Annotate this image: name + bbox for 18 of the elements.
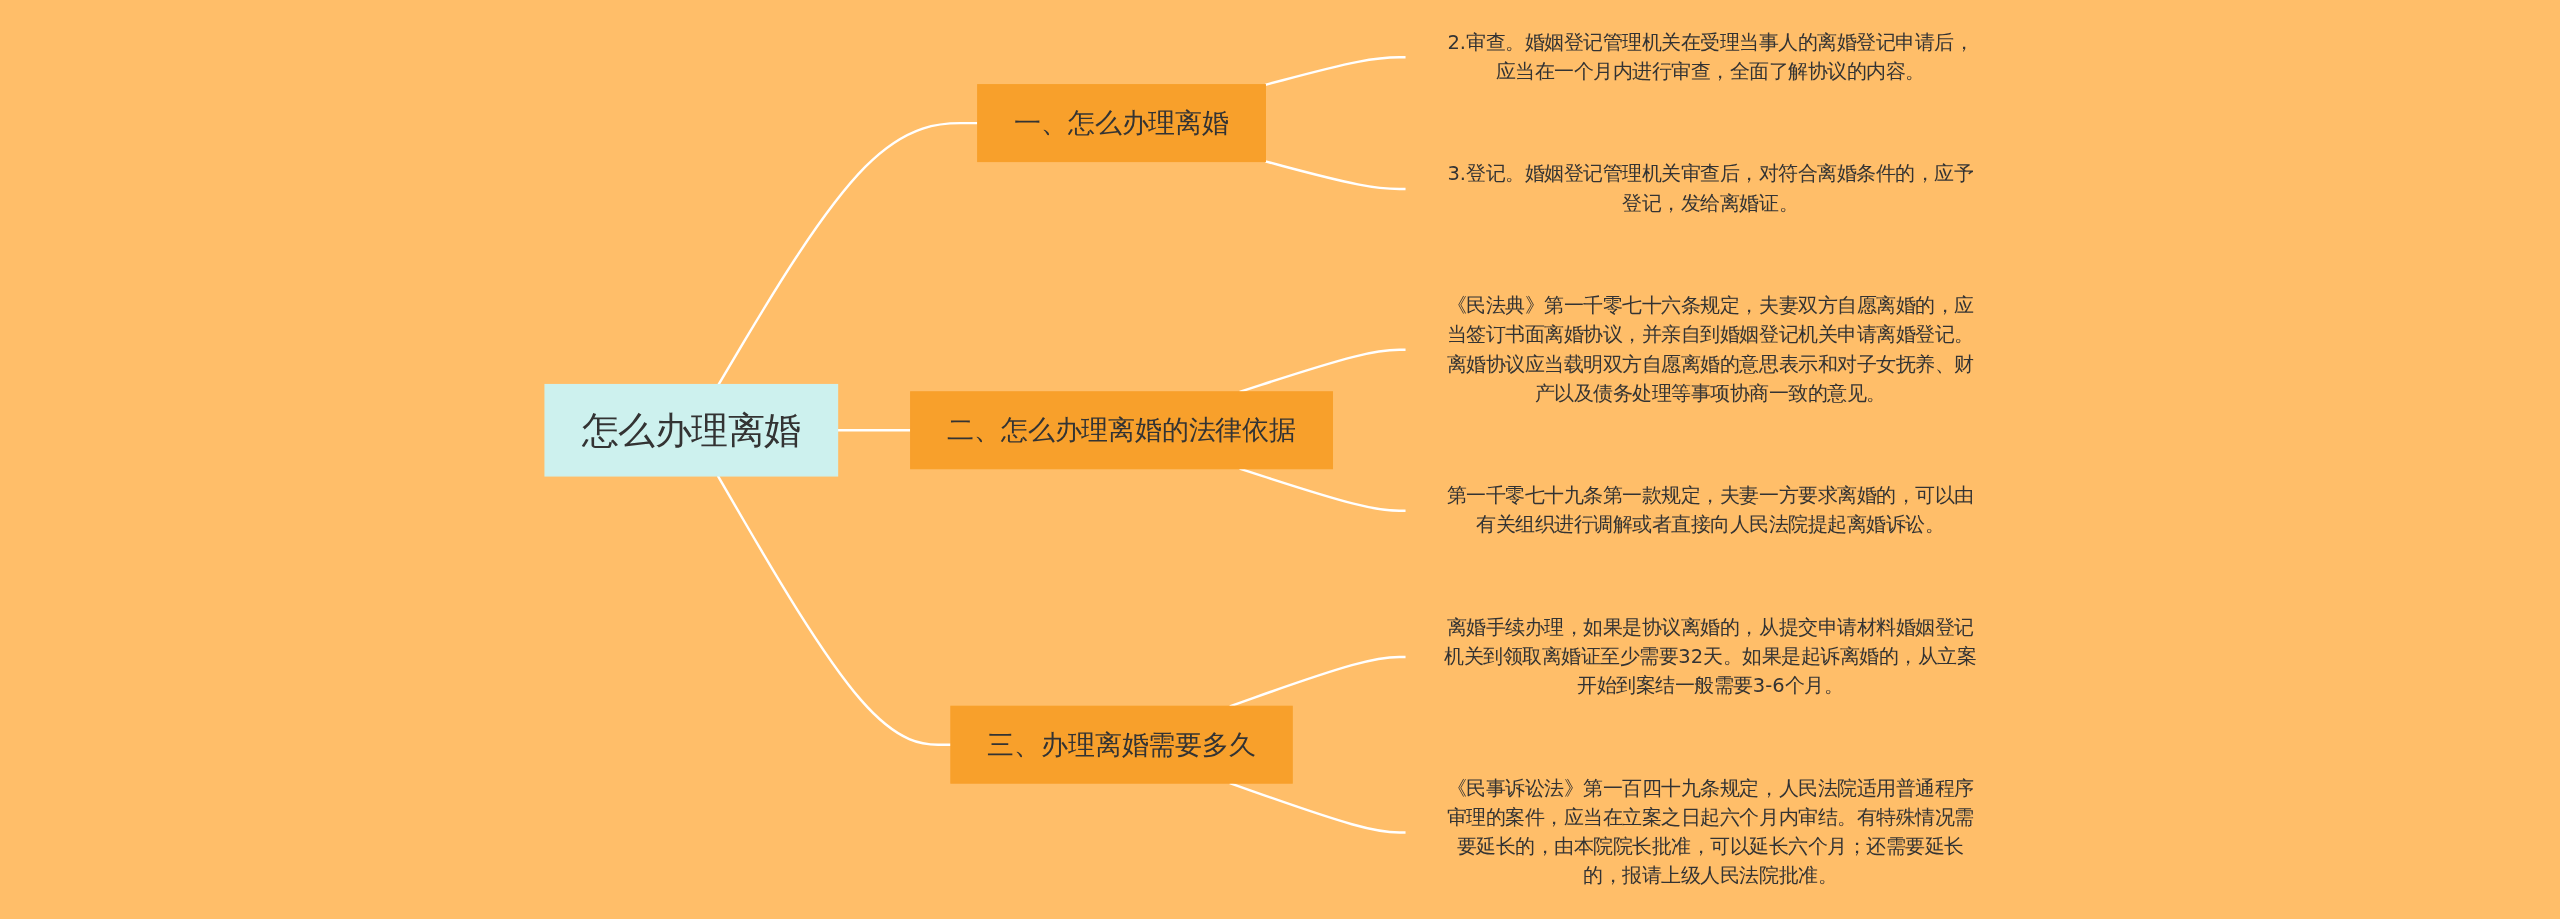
node-text: 3.登记。婚姻登记管理机关审查后，对符合离婚条件的，应予登记，发给离婚证。 bbox=[1447, 162, 1974, 215]
node-box: 一、怎么办理离婚 bbox=[977, 84, 1266, 163]
node-text: 第一千零七十九条第一款规定，夫妻一方要求离婚的，可以由有关组织进行调解或者直接向人民法院提起离婚诉讼。 bbox=[1446, 483, 1974, 537]
node-text: 《民法典》第一千零七十六条规定，夫妻双方自愿离婚的，应当签订书面离婚协议，并亲自到婚姻登记机关申请离婚登记。离婚协议应当载明双方自愿离婚的意思表示和对子女抚养、财产以及债务处理等事项协商一致的意见。 bbox=[1446, 293, 1974, 405]
connector bbox=[717, 121, 978, 386]
node-box: 三、办理离婚需要多久 bbox=[950, 705, 1293, 784]
connector bbox=[1265, 160, 1406, 191]
connector bbox=[1239, 348, 1406, 393]
node-box: 二、怎么办理离婚的法律依据 bbox=[910, 391, 1333, 470]
connector bbox=[716, 475, 951, 746]
node-text: 《民事诉讼法》第一百四十九条规定，人民法院适用普通程序审理的案件，应当在立案之日起六个月内审结。有特殊情况需要延长的，由本院院长批准，可以延长六个月；还需要延长的，报请上级人民法院批准。 bbox=[1446, 776, 1974, 888]
connector bbox=[837, 429, 911, 432]
connector bbox=[1265, 56, 1406, 86]
connector bbox=[1229, 655, 1406, 708]
node-box: 怎么办理离婚 bbox=[544, 383, 839, 477]
node-text: 离婚手续办理，如果是协议离婚的，从提交申请材料婚姻登记机关到领取离婚证至少需要32天。如果是起诉离婚的，从立案开始到案结一般需要3-6个月。 bbox=[1444, 615, 1977, 698]
connector bbox=[1239, 467, 1406, 512]
node-text: 2.审查。婚姻登记管理机关在受理当事人的离婚登记申请后，应当在一个月内进行审查，全面了解协议的内容。 bbox=[1447, 30, 1974, 83]
